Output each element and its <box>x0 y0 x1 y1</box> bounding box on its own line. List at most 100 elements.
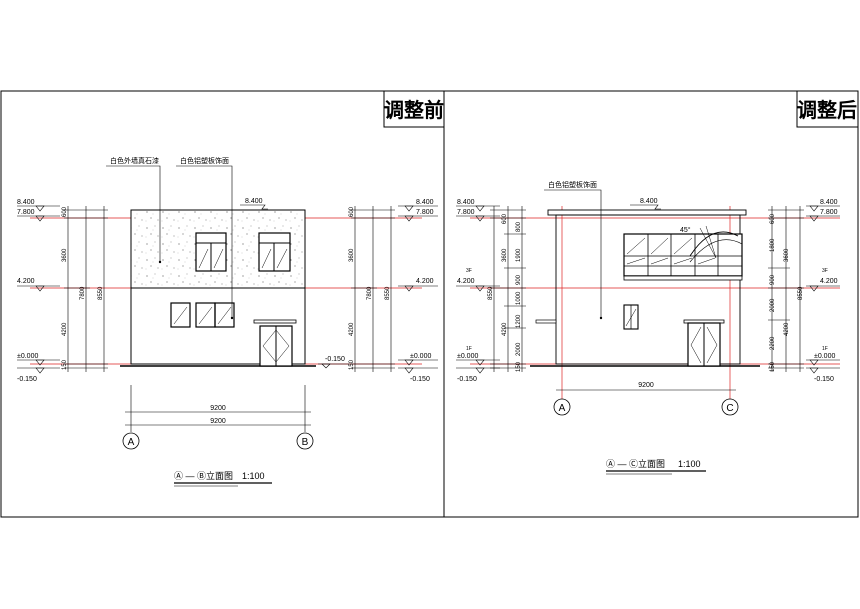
r-left-elev-840: 8.400 <box>457 199 475 206</box>
ldim-4200: 4200 <box>62 322 68 336</box>
width-dim-1: 9200 <box>210 405 226 412</box>
right-width-dim-label: 9200 <box>638 382 654 389</box>
label-facade-paint: 白色外墙真石漆 <box>110 156 159 165</box>
width-dims <box>125 385 311 432</box>
right-level-markers <box>398 205 438 374</box>
r-rdim-2000: 2000 <box>770 298 776 312</box>
rdim-150: 150 <box>349 359 355 370</box>
label-aluminum-right: 白色铝塑板饰面 <box>548 180 597 189</box>
floor-mark-3: 3F <box>822 268 828 274</box>
left-elev-420: 4.200 <box>17 278 35 285</box>
r-rdim-4200: 4200 <box>784 322 790 336</box>
rdim-3600: 3600 <box>349 248 355 262</box>
right-elev-780: 7.800 <box>416 209 434 216</box>
facade-outline <box>555 214 741 365</box>
r-left-elev-420: 4.200 <box>457 278 475 285</box>
ldim-150: 150 <box>62 359 68 370</box>
upper-window-right <box>258 232 291 272</box>
right-right-dim-chain <box>768 206 804 372</box>
floor-mark-4: 1F <box>822 346 828 352</box>
right-elev-000: ±0.000 <box>410 353 431 360</box>
left-level-markers <box>17 205 60 374</box>
r-rdim-150: 150 <box>770 361 776 372</box>
axis-b-label: B <box>302 437 309 448</box>
left-dim-chain <box>64 206 108 372</box>
small-window <box>623 304 639 330</box>
right-tag-box <box>796 90 859 128</box>
floor-mark-2: 1F <box>466 346 472 352</box>
side-canopy <box>535 319 557 324</box>
right-elev-420: 4.200 <box>416 278 434 285</box>
r-ldim-600: 600 <box>502 213 508 224</box>
left-title: Ⓐ — Ⓑ立面图 <box>174 470 233 481</box>
ldim-600: 600 <box>62 206 68 217</box>
axis-c-label: C <box>726 403 733 414</box>
r-ldim-150: 150 <box>516 361 522 372</box>
left-elevation: 白色外墙真石漆 白色铝塑板饰面 8.400 -0.150 8.400 7.800… <box>17 156 438 487</box>
r-right-elev-780: 7.800 <box>820 209 838 216</box>
r-rdim-8550: 8550 <box>798 286 804 300</box>
right-dim-chain <box>351 206 395 372</box>
roof-elev: 8.400 <box>245 198 263 205</box>
right-left-level-markers <box>456 205 500 374</box>
floor-mark-1: 3F <box>466 268 472 274</box>
width-dim-2: 9200 <box>210 418 226 425</box>
r-left-elev-000: ±0.000 <box>457 353 478 360</box>
ground-elev-label: -0.150 <box>325 356 345 363</box>
left-elev-840: 8.400 <box>17 199 35 206</box>
r-ldim-2000: 2000 <box>516 342 522 356</box>
axis-a-bubble <box>122 432 140 450</box>
r-ldim-3600: 3600 <box>502 248 508 262</box>
r-rdim-1800: 1800 <box>770 238 776 252</box>
r-right-elev-840: 8.400 <box>820 199 838 206</box>
left-tag: 调整前 <box>384 98 444 122</box>
r-ldim-4200: 4200 <box>502 322 508 336</box>
left-elev-000: ±0.000 <box>17 353 38 360</box>
r-right-elev-000: ±0.000 <box>814 353 835 360</box>
r-ldim-900: 900 <box>516 274 522 285</box>
r-rdim-900: 900 <box>770 274 776 285</box>
rdim-8550: 8550 <box>385 286 391 300</box>
right-title: Ⓐ — Ⓒ立面图 <box>606 458 665 469</box>
left-tag-box <box>383 90 445 128</box>
r-right-elev-420: 4.200 <box>820 278 838 285</box>
r-ldim-1900: 1900 <box>516 248 522 262</box>
axis-a-label-right: A <box>559 403 566 414</box>
r-right-elev-m015: -0.150 <box>814 376 834 383</box>
entrance-door-right <box>683 319 725 367</box>
curtain-wall <box>623 225 743 281</box>
right-tag: 调整后 <box>797 98 857 122</box>
left-elev-m015: -0.150 <box>17 376 37 383</box>
left-elev-780: 7.800 <box>17 209 35 216</box>
upper-window-left <box>195 232 227 272</box>
right-left-dim-chain <box>490 206 526 372</box>
entrance-door <box>253 319 297 367</box>
axis-c-bubble <box>721 398 739 416</box>
r-rdim-3600: 3600 <box>784 248 790 262</box>
rdim-7800: 7800 <box>367 286 373 300</box>
right-elevation: 45° 白色铝塑板饰面 8.400 <box>456 180 840 475</box>
right-elev-840: 8.400 <box>416 199 434 206</box>
r-ldim-1200: 1200 <box>516 314 522 328</box>
right-elev-m015: -0.150 <box>410 376 430 383</box>
left-scale: 1:100 <box>242 471 265 481</box>
label-aluminum: 白色铝塑板饰面 <box>180 156 229 165</box>
r-ldim-800: 800 <box>516 221 522 232</box>
ldim-8550: 8550 <box>98 286 104 300</box>
right-panel-frame <box>443 90 859 518</box>
rdim-4200: 4200 <box>349 322 355 336</box>
rdim-600: 600 <box>349 206 355 217</box>
r-left-elev-m015: -0.150 <box>457 376 477 383</box>
axis-b-bubble <box>296 432 314 450</box>
axis-a-bubble-right <box>553 398 571 416</box>
r-left-elev-780: 7.800 <box>457 209 475 216</box>
r-rdim-2200: 2200 <box>770 336 776 350</box>
right-scale: 1:100 <box>678 459 701 469</box>
right-right-level-markers <box>806 205 840 374</box>
axis-a-label: A <box>128 437 135 448</box>
r-ldim-1000: 1000 <box>516 291 522 305</box>
angle-label: 45° <box>680 226 691 234</box>
r-ldim-8550: 8550 <box>488 286 494 300</box>
r-rdim-600: 600 <box>770 213 776 224</box>
